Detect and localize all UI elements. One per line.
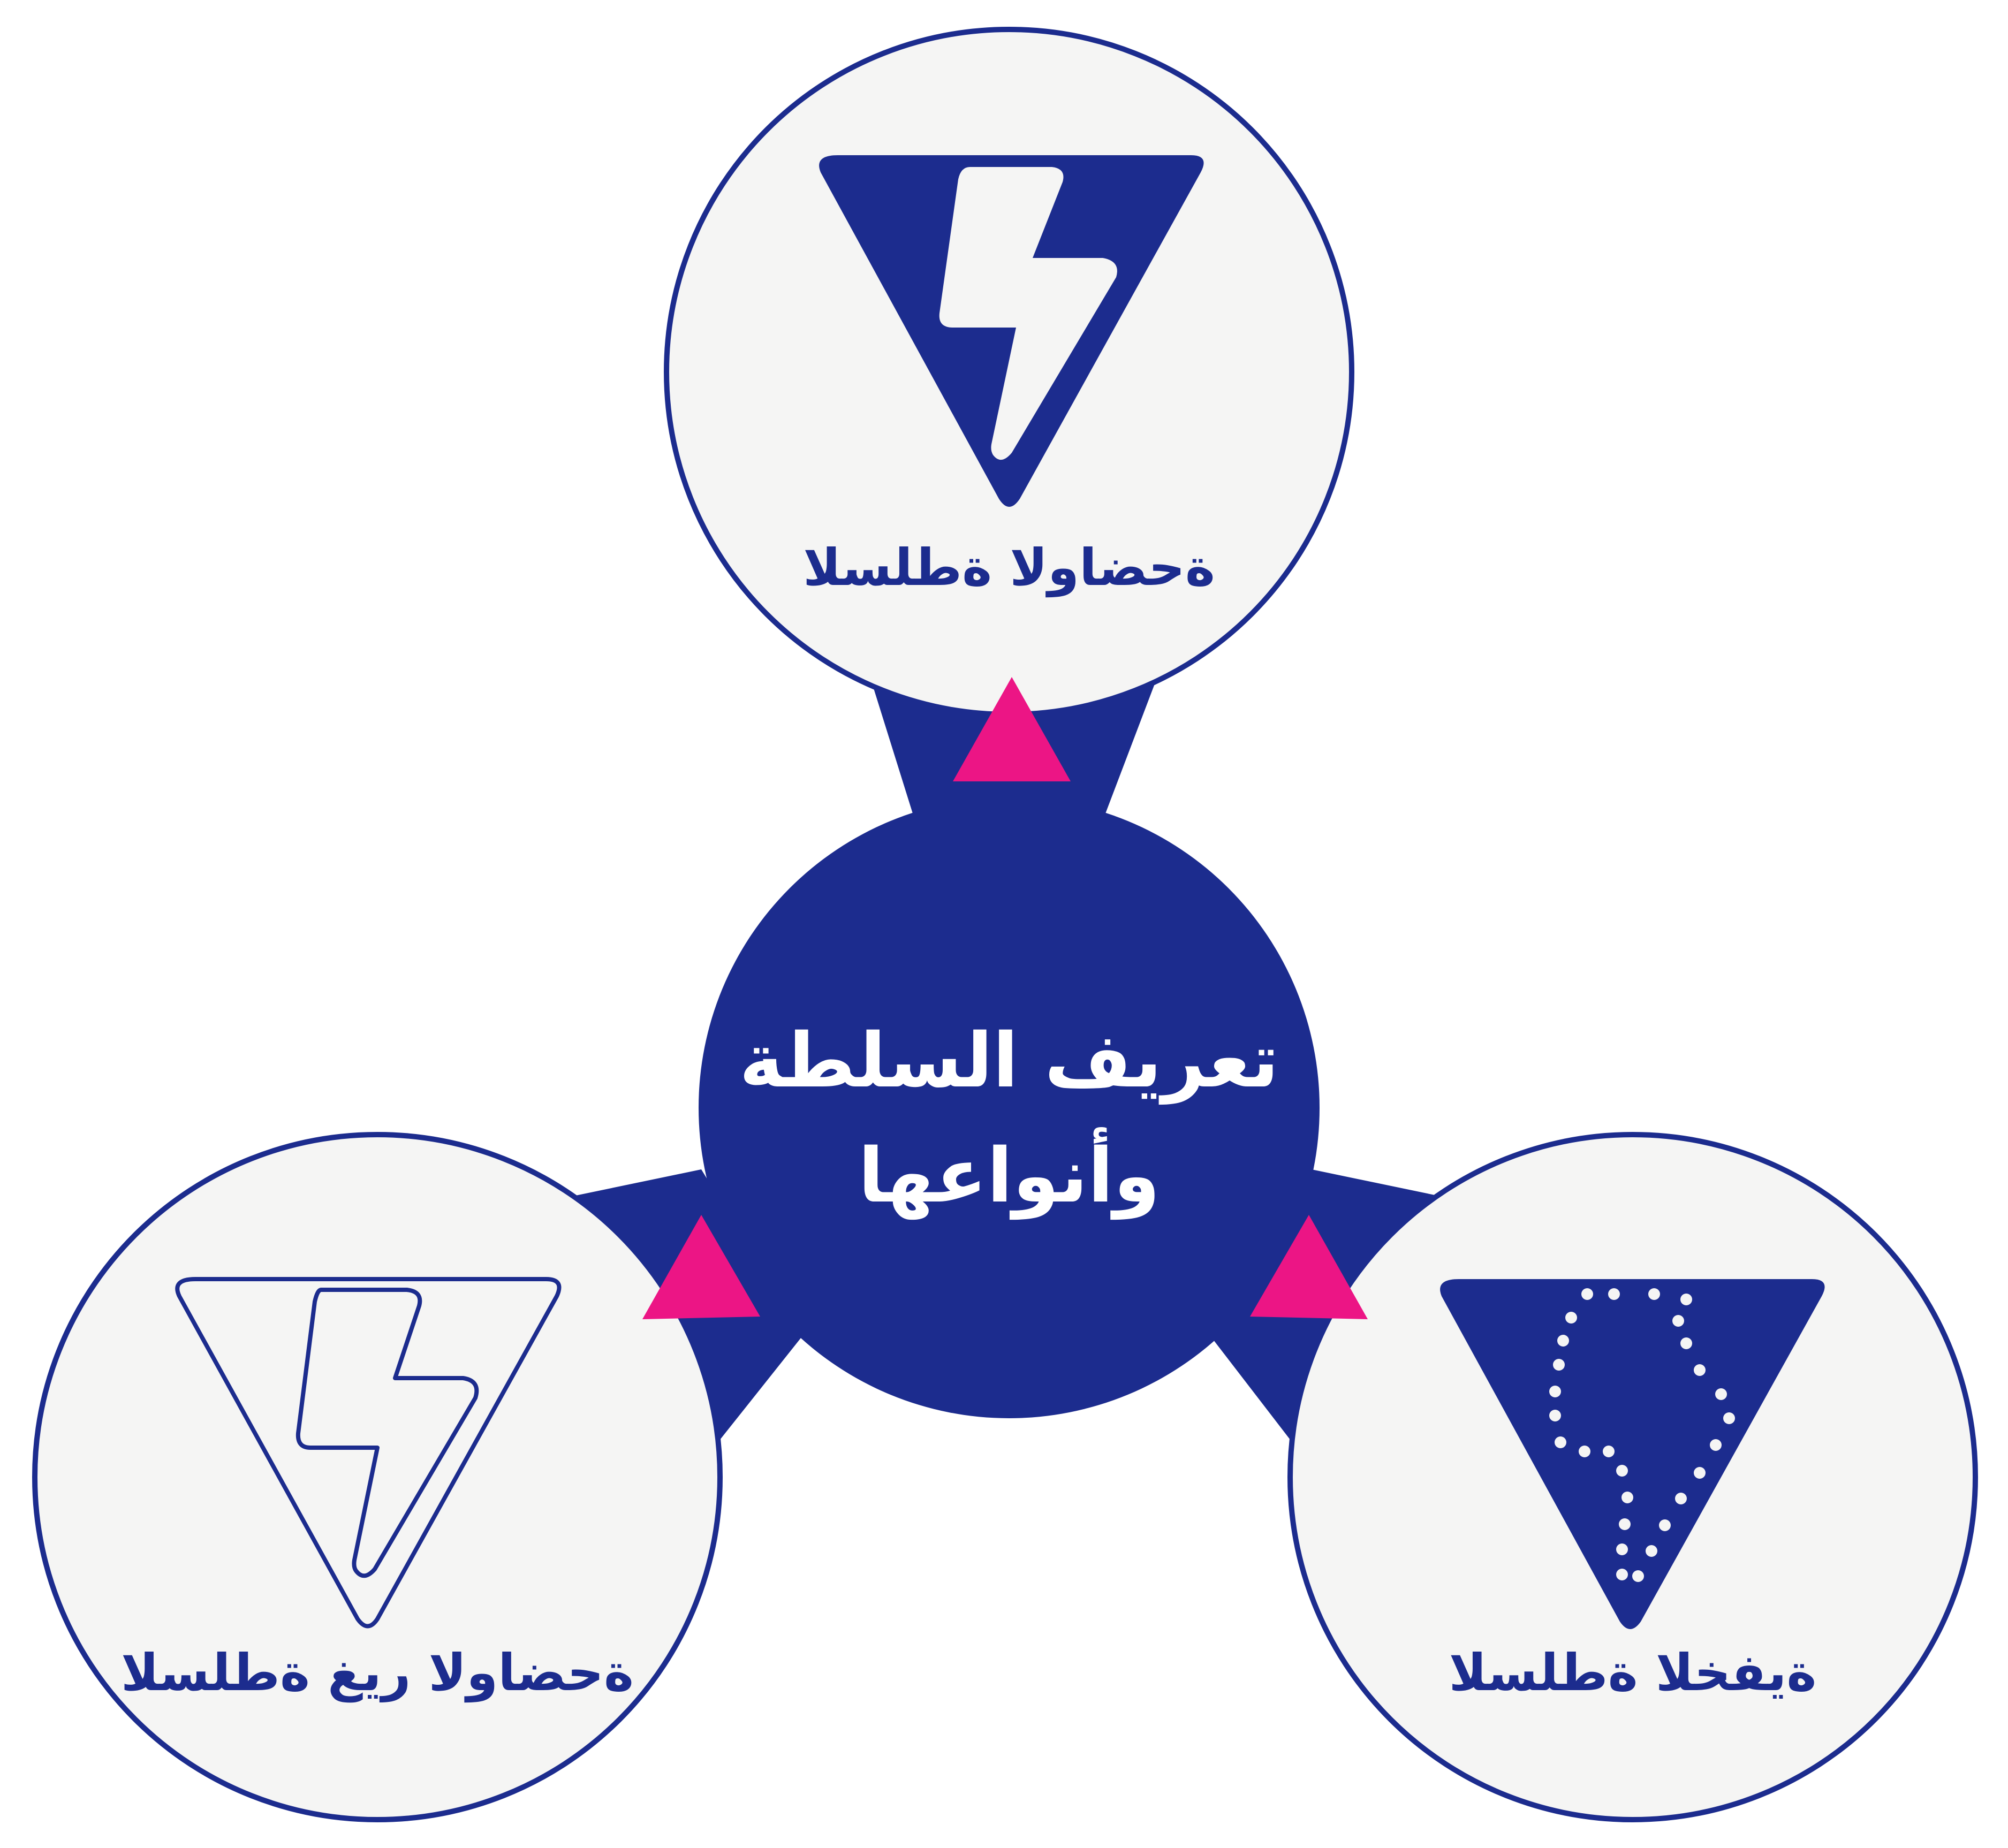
lightning-dot — [1619, 1518, 1631, 1530]
lightning-dot — [1565, 1312, 1577, 1324]
lightning-dot — [1581, 1288, 1593, 1300]
lightning-dot — [1723, 1412, 1735, 1424]
pink-arrow-left — [642, 1215, 760, 1319]
lightning-dot — [1648, 1288, 1660, 1300]
lightning-dot — [1675, 1493, 1687, 1504]
lightning-dot — [1616, 1465, 1628, 1477]
lightning-dot — [1680, 1337, 1692, 1349]
lightning-dot — [1616, 1569, 1628, 1580]
lightning-dot — [1621, 1492, 1633, 1503]
lightning-dot — [1694, 1364, 1706, 1376]
pink-arrow-top — [953, 677, 1071, 781]
lightning-dot — [1715, 1388, 1727, 1400]
lightning-dot — [1616, 1543, 1628, 1555]
lightning-dot — [1549, 1386, 1561, 1397]
node-left-circle — [32, 1132, 723, 1822]
lightning-dot — [1672, 1315, 1684, 1327]
center-title-line1: تعريف السلطة — [739, 1017, 1279, 1105]
lightning-dot — [1646, 1545, 1657, 1557]
lightning-triangle-dotted-icon — [1440, 1279, 1825, 1629]
lightning-dot — [1632, 1570, 1644, 1582]
lightning-dot — [1579, 1446, 1590, 1457]
dotted-lightning — [1549, 1288, 1735, 1582]
lightning-dot — [1603, 1446, 1615, 1457]
lightning-triangle-solid-icon — [819, 155, 1204, 507]
lightning-dot — [1549, 1410, 1561, 1421]
lightning-dot — [1557, 1335, 1569, 1347]
node-top-label: ةحضاولا ةطلسلا — [803, 538, 1215, 597]
node-left-label: ةحضاولا ريغ ةطلسلا — [121, 1644, 634, 1702]
lightning-dot — [1659, 1519, 1671, 1531]
lightning-dot — [1608, 1288, 1620, 1300]
lightning-dot — [1710, 1439, 1722, 1451]
center-title-line2: وأنواعها — [858, 1127, 1160, 1220]
lightning-dot — [1694, 1467, 1706, 1479]
lightning-dot — [1553, 1359, 1565, 1371]
lightning-triangle-outline-icon — [175, 1277, 562, 1629]
lightning-dot — [1555, 1436, 1566, 1448]
center-hub — [699, 797, 1320, 1418]
node-right-label: ةيفخلا ةطلسلا — [1449, 1644, 1817, 1702]
pink-arrow-right — [1250, 1215, 1368, 1319]
lightning-dot — [1680, 1294, 1692, 1305]
